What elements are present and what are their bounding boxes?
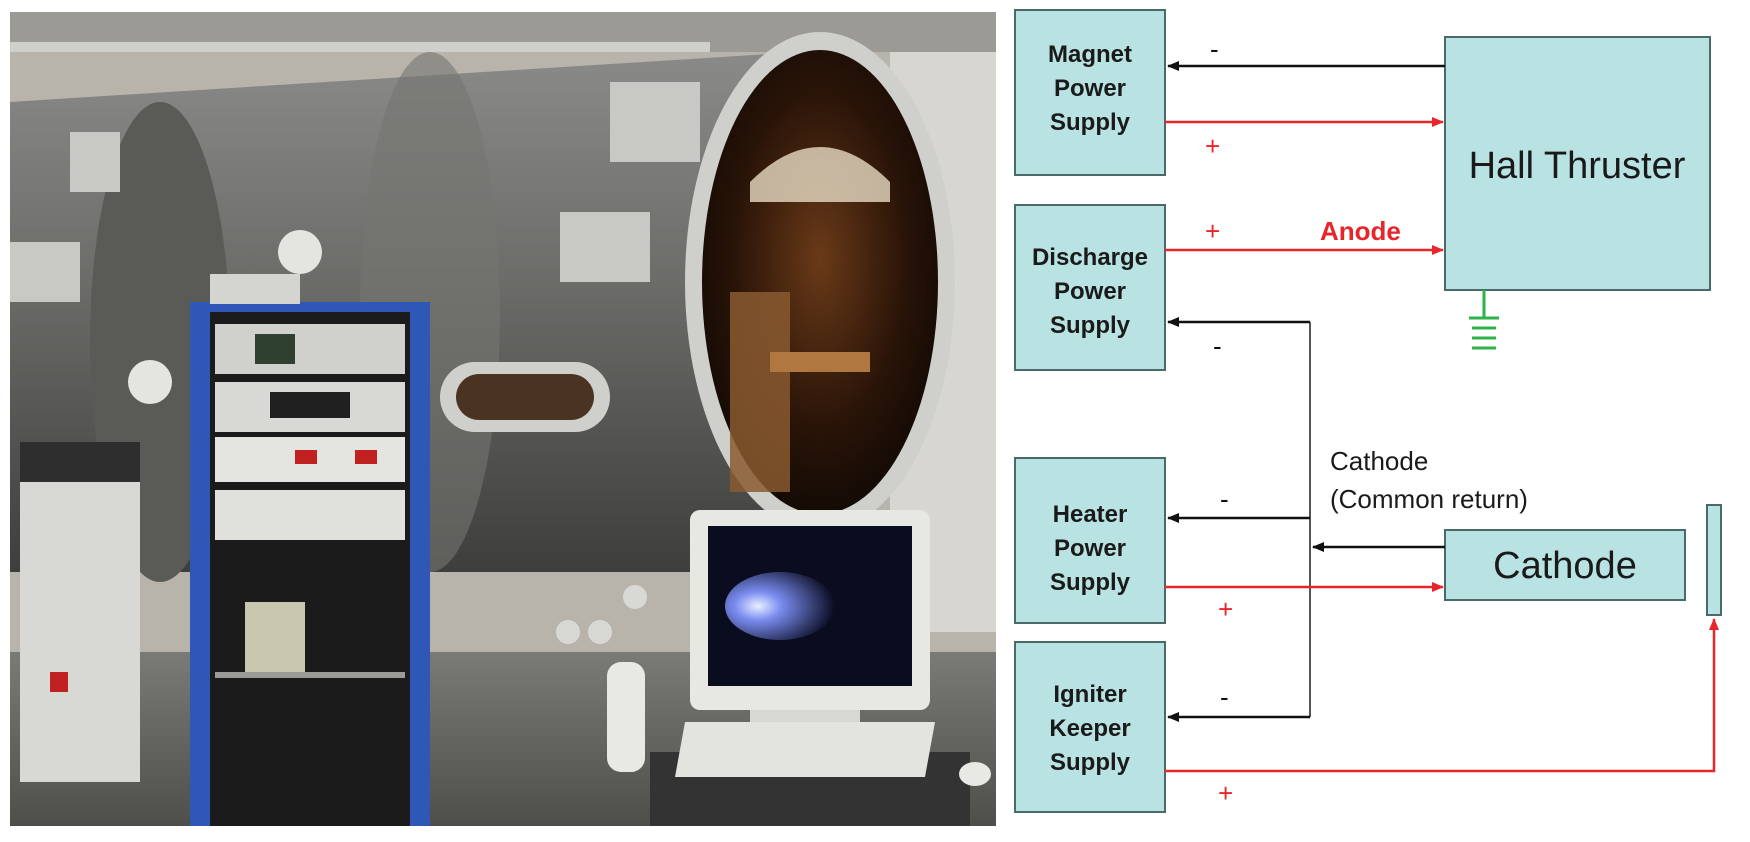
igniter-positive-wire — [1165, 618, 1719, 773]
magnet-power-supply-box: Magnet Power Supply — [1014, 9, 1166, 176]
anode-label: Anode — [1320, 216, 1401, 246]
discharge-power-supply-box: Discharge Power Supply — [1014, 204, 1166, 371]
igniter-plus-sign: + — [1218, 778, 1233, 808]
hall-thruster-box: Hall Thruster — [1444, 36, 1711, 291]
heater-label-line1: Heater — [1053, 501, 1128, 528]
hall-thruster-label: Hall Thruster — [1469, 145, 1686, 187]
igniter-label-line2: Keeper — [1049, 715, 1130, 742]
heater-plus-sign: + — [1218, 594, 1233, 624]
cathode-common-label-line2: (Common return) — [1330, 484, 1528, 514]
discharge-label-line1: Discharge — [1032, 244, 1148, 271]
magnet-plus-sign: + — [1205, 131, 1220, 161]
igniter-label-line1: Igniter — [1053, 681, 1126, 708]
discharge-label-line2: Power — [1054, 278, 1126, 305]
keeper-electrode — [1706, 504, 1722, 616]
discharge-label-line3: Supply — [1050, 312, 1131, 339]
heater-power-supply-box: Heater Power Supply — [1014, 457, 1166, 624]
cathode-box-label: Cathode — [1493, 545, 1637, 587]
ground-icon — [1469, 290, 1499, 350]
wiring-diagram-svg: Magnet Power Supply Discharge Power Supp… — [1014, 9, 1722, 813]
magnet-label-line3: Supply — [1050, 109, 1131, 136]
igniter-label-line3: Supply — [1050, 749, 1131, 776]
heater-label-line3: Supply — [1050, 569, 1131, 596]
wiring-diagram: Magnet Power Supply Discharge Power Supp… — [1000, 0, 1750, 837]
magnet-minus-sign: - — [1210, 34, 1219, 64]
heater-minus-sign: - — [1220, 484, 1229, 514]
discharge-minus-sign: - — [1213, 331, 1222, 361]
photo-illustration — [10, 12, 996, 826]
heater-label-line2: Power — [1054, 535, 1126, 562]
cathode-common-label-line1: Cathode — [1330, 446, 1428, 476]
magnet-label-line2: Power — [1054, 75, 1126, 102]
igniter-keeper-supply-box: Igniter Keeper Supply — [1014, 641, 1166, 813]
vacuum-chamber-photo — [10, 12, 996, 826]
magnet-label-line1: Magnet — [1048, 41, 1132, 68]
igniter-minus-sign: - — [1220, 682, 1229, 712]
discharge-plus-sign: + — [1205, 216, 1220, 246]
cathode-box: Cathode — [1444, 529, 1686, 601]
